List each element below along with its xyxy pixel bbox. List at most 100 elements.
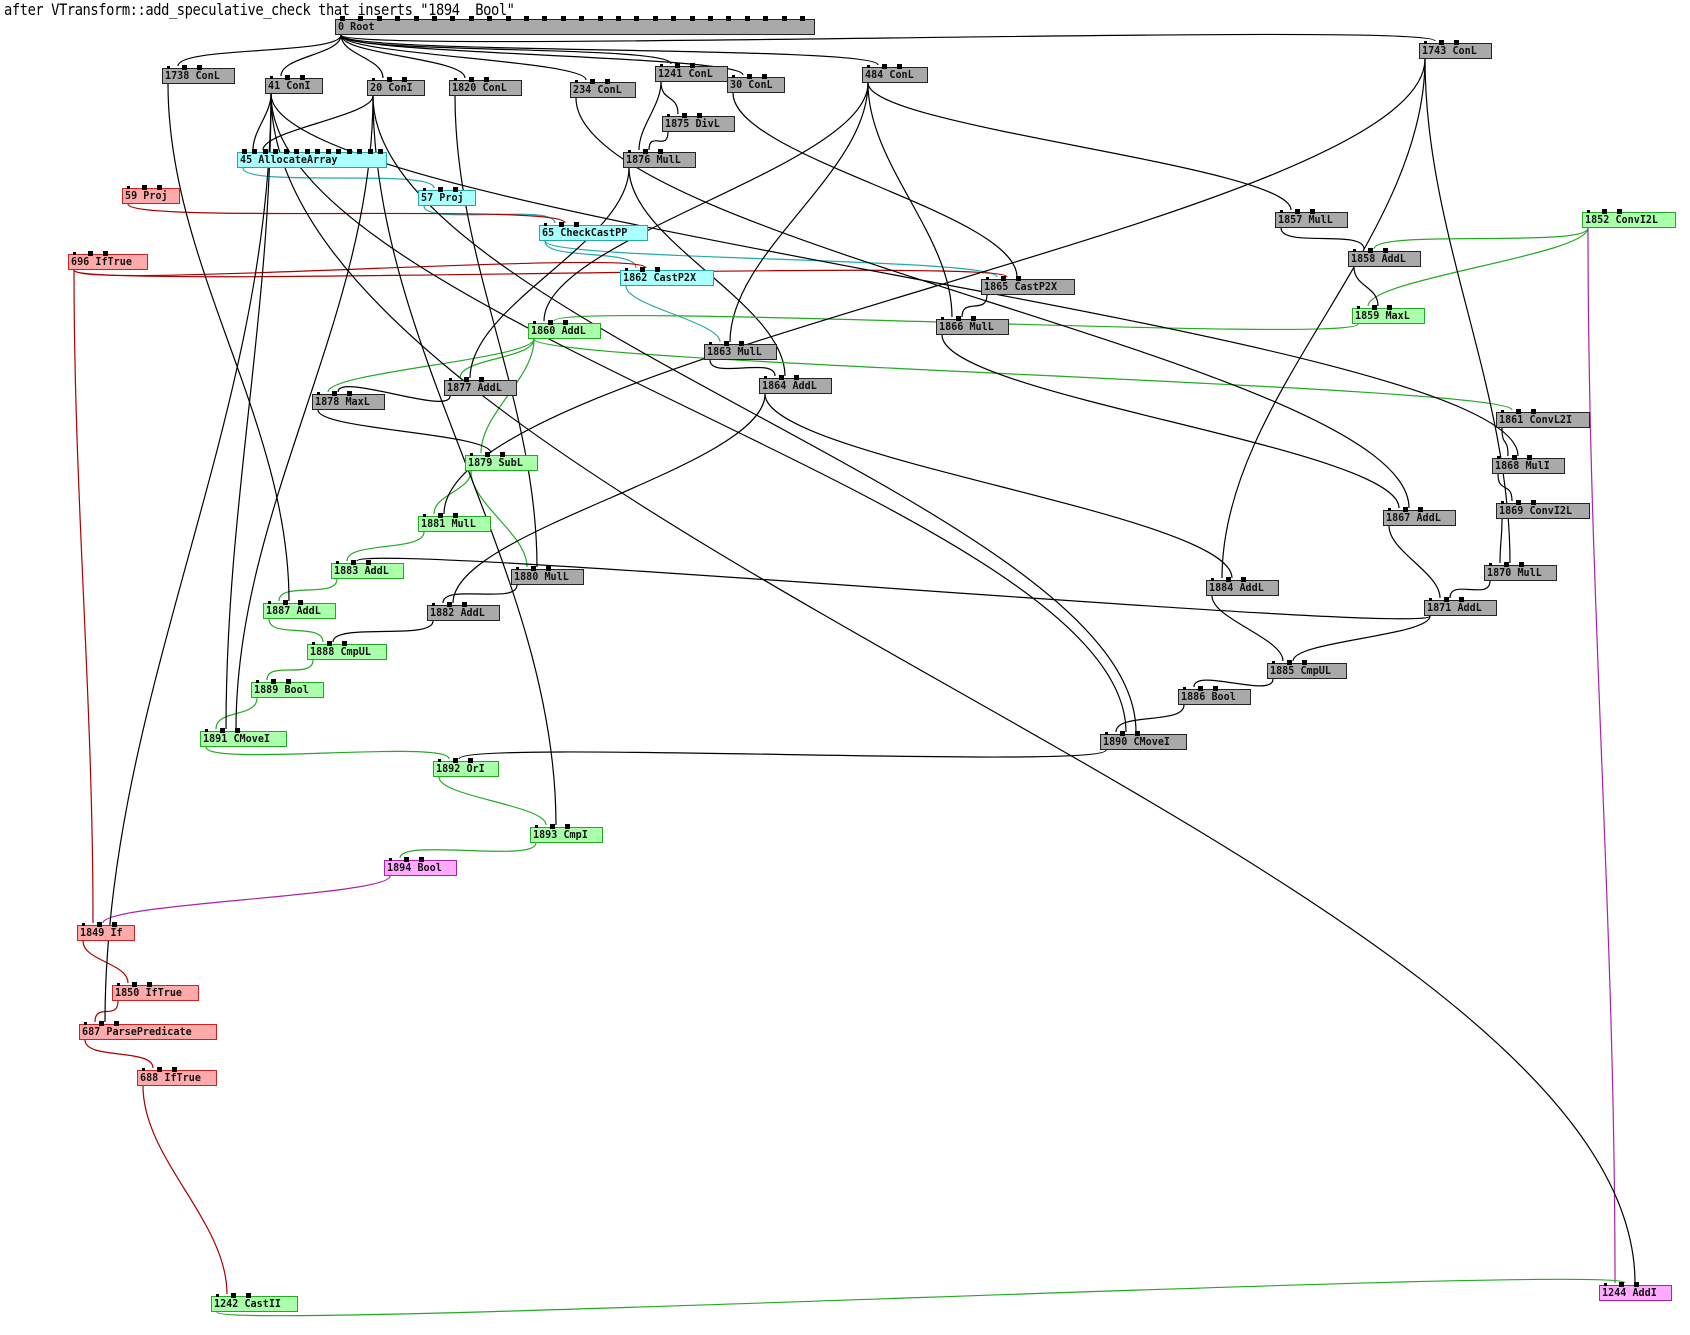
input-port (73, 252, 76, 255)
graph-node-0[interactable]: 0 Root (335, 16, 815, 35)
input-port (732, 75, 735, 78)
node-label: 1241 ConL (658, 67, 713, 80)
node-label: 1859 MaxL (1355, 309, 1410, 322)
graph-node-1849[interactable]: 1849 If (77, 922, 135, 941)
edge-1820-to-1880 (454, 95, 538, 568)
graph-node-1876[interactable]: 1876 MulL (623, 149, 696, 168)
graph-node-1861[interactable]: 1861 ConvL2I (1496, 409, 1590, 428)
input-port (764, 376, 767, 379)
node-label: 234 ConL (573, 83, 622, 96)
input-port (689, 16, 695, 21)
graph-node-1244[interactable]: 1244 AddI (1599, 1282, 1672, 1301)
input-port (697, 113, 702, 118)
graph-node-1892[interactable]: 1892 OrI (433, 758, 499, 777)
graph-node-484[interactable]: 484 ConL (862, 64, 928, 83)
input-port (142, 185, 147, 190)
graph-node-234[interactable]: 234 ConL (570, 79, 636, 98)
edge-1241-to-1875 (660, 81, 679, 115)
graph-node-1894[interactable]: 1894 Bool (384, 857, 457, 876)
graph-node-1880[interactable]: 1880 MulL (511, 566, 584, 585)
graph-node-1879[interactable]: 1879 SubL (465, 452, 538, 471)
graph-node-1875[interactable]: 1875 DivL (662, 113, 735, 132)
graph-node-1862[interactable]: 1862 CastP2X (620, 267, 714, 286)
edge-0-to-41 (280, 34, 342, 77)
graph-node-1866[interactable]: 1866 MulL (936, 316, 1009, 335)
input-port (325, 149, 331, 154)
input-port (1439, 40, 1444, 45)
graph-node-1857[interactable]: 1857 MulL (1275, 209, 1348, 228)
input-port (283, 600, 288, 605)
graph-node-1242[interactable]: 1242 CastII (211, 1293, 298, 1312)
graph-node-1241[interactable]: 1241 ConL (655, 63, 728, 82)
graph-node-65[interactable]: 65 CheckCastPP (539, 222, 648, 241)
input-port (1310, 209, 1315, 214)
graph-node-1882[interactable]: 1882 AddL (427, 602, 500, 621)
node-label: 1894 Bool (387, 861, 442, 874)
graph-node-1893[interactable]: 1893 CmpI (530, 824, 603, 843)
input-port (347, 391, 352, 396)
input-port (1198, 686, 1203, 691)
input-port (367, 149, 373, 154)
graph-node-687[interactable]: 687 ParsePredicate (79, 1021, 217, 1040)
graph-node-1886[interactable]: 1886 Bool (1178, 686, 1251, 705)
graph-node-1889[interactable]: 1889 Bool (251, 679, 324, 698)
graph-node-1867[interactable]: 1867 AddL (1383, 507, 1456, 526)
edge-1861-to-1868 (1501, 427, 1509, 457)
graph-node-1883[interactable]: 1883 AddL (331, 560, 404, 579)
graph-node-45[interactable]: 45 AllocateArray (237, 149, 387, 168)
graph-node-1885[interactable]: 1885 CmpUL (1267, 660, 1347, 679)
graph-node-1852[interactable]: 1852 ConvI2L (1582, 209, 1676, 228)
graph-node-1891[interactable]: 1891 CMoveI (200, 728, 287, 747)
graph-node-1890[interactable]: 1890 CMoveI (1100, 731, 1187, 750)
graph-node-1850[interactable]: 1850 IfTrue (112, 982, 199, 1001)
input-port (544, 223, 547, 226)
node-label: 1862 CastP2X (623, 271, 697, 284)
node-label: 1877 AddL (447, 381, 502, 394)
graph-node-1877[interactable]: 1877 AddL (444, 377, 517, 396)
graph-node-59[interactable]: 59 Proj (122, 185, 180, 204)
input-port (167, 66, 170, 69)
graph-node-1887[interactable]: 1887 AddL (263, 600, 336, 619)
input-port (182, 65, 187, 70)
input-port (395, 16, 401, 21)
graph-node-30[interactable]: 30 ConL (727, 74, 785, 93)
input-port (453, 187, 458, 192)
input-port (559, 222, 564, 227)
edge-1852-to-1859 (1367, 227, 1589, 307)
node-label: 1889 Bool (254, 683, 309, 696)
graph-node-1738[interactable]: 1738 ConL (162, 65, 235, 84)
graph-node-1859[interactable]: 1859 MaxL (1352, 305, 1425, 324)
edge-1241-to-1876 (638, 81, 662, 151)
graph-node-1871[interactable]: 1871 AddL (1424, 597, 1497, 616)
graph-node-1868[interactable]: 1868 MulI (1492, 455, 1565, 474)
input-port (1516, 500, 1521, 505)
graph-node-1869[interactable]: 1869 ConvI2L (1496, 500, 1590, 519)
graph-node-1878[interactable]: 1878 MaxL (312, 391, 385, 410)
graph-node-20[interactable]: 20 ConI (367, 77, 425, 96)
input-port (1280, 210, 1283, 213)
graph-node-1881[interactable]: 1881 MulL (418, 513, 491, 532)
graph-node-1888[interactable]: 1888 CmpUL (307, 641, 387, 660)
input-port (660, 64, 663, 67)
graph-node-41[interactable]: 41 ConI (265, 75, 323, 94)
graph-node-57[interactable]: 57 Proj (418, 187, 476, 206)
graph-node-1864[interactable]: 1864 AddL (759, 375, 832, 394)
graph-node-1860[interactable]: 1860 AddL (528, 320, 601, 339)
graph-node-1858[interactable]: 1858 AddL (1348, 248, 1421, 267)
input-port (634, 16, 640, 21)
graph-node-1865[interactable]: 1865 CastP2X (981, 276, 1075, 295)
graph-node-1820[interactable]: 1820 ConL (449, 77, 522, 96)
graph-node-1884[interactable]: 1884 AddL (1206, 577, 1279, 596)
input-port (548, 320, 553, 325)
graph-node-1743[interactable]: 1743 ConL (1419, 40, 1492, 59)
graph-node-688[interactable]: 688 IfTrue (137, 1067, 217, 1086)
node-label: 1879 SubL (468, 456, 523, 469)
graph-node-1870[interactable]: 1870 MulL (1484, 562, 1557, 581)
graph-node-1863[interactable]: 1863 MulL (704, 341, 777, 360)
input-port (479, 377, 484, 382)
input-port (652, 16, 658, 21)
node-label: 1738 ConL (165, 69, 220, 82)
input-port (172, 1067, 177, 1072)
graph-node-696[interactable]: 696 IfTrue (68, 251, 148, 270)
input-port (1501, 501, 1504, 504)
